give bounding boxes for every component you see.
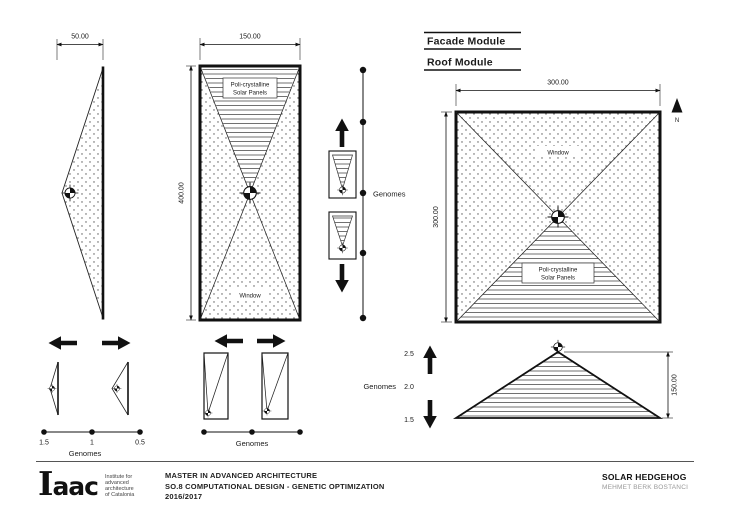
facade-side-view [61, 66, 105, 320]
width-genome-tick-left: 1.5 [39, 440, 49, 447]
width-variant-narrow [47, 361, 59, 416]
institute-caption-line1: Institute for [105, 474, 133, 480]
facade-plan-height-dim-text: 400.00 [179, 182, 186, 204]
roof-plan-height-dimension: 300.00 [433, 111, 452, 323]
facade-plan-height-dimension: 400.00 [179, 65, 196, 321]
facade-plan-width-arrows [214, 334, 286, 348]
angle-variant-2 [261, 352, 289, 420]
roof-genome-tick-top: 2.5 [404, 351, 414, 358]
svg-text:Window: Window [547, 151, 569, 157]
arrow-left-icon [214, 334, 243, 348]
facade-module-heading: Facade Module [427, 36, 505, 48]
title-block: Iaac Institute for advanced architecture… [36, 461, 694, 515]
roof-solar-label-line2: Solar Panels [541, 276, 575, 282]
project-block: SOLAR HEDGEHOG MEHMET BERK BOSTANCI [602, 472, 688, 491]
module-legend: Facade Module Roof Module [424, 31, 521, 71]
institute-caption: Institute for advanced architecture of C… [105, 474, 134, 498]
arrow-up-icon [423, 345, 437, 374]
program-title: MASTER IN ADVANCED ARCHITECTURE [165, 471, 318, 480]
facade-plan: Poli-crystalline Solar Panels Window [198, 64, 302, 322]
drawing-area: 50.00 Poli-crystalline Solar Panels Wind… [39, 31, 683, 458]
roof-plan-height-dim-text: 300.00 [433, 206, 440, 228]
arrow-right-icon [102, 336, 131, 350]
course-title: SO.8 COMPUTATIONAL DESIGN - GENETIC OPTI… [165, 481, 385, 491]
facade-solar-label: Poli-crystalline Solar Panels [222, 77, 278, 99]
facade-plan-width-dim-text: 150.00 [239, 34, 261, 41]
roof-plan: Window Poli-crystalline Solar Panels [454, 110, 662, 324]
arrow-left-icon [48, 336, 77, 350]
arrow-down-icon [335, 264, 349, 293]
centroid-marker-icon [47, 383, 57, 394]
facade-solar-label-line1: Poli-crystalline [231, 83, 270, 89]
roof-genome-tick-mid: 2.0 [404, 384, 414, 391]
academic-year: 2016/2017 [165, 492, 203, 501]
facade-angle-genome-variants: Genomes [201, 352, 303, 448]
roof-genome-scale-label: Genomes [363, 382, 396, 391]
north-arrow-icon [671, 98, 683, 113]
roof-section-height-dimension: 150.00 [564, 351, 679, 419]
iaac-logo-block: Iaac Institute for advanced architecture… [38, 467, 134, 502]
arrow-down-icon [423, 400, 437, 429]
institute-caption-line2: advanced [105, 480, 129, 486]
arrow-right-icon [257, 334, 286, 348]
roof-section [452, 339, 664, 419]
facade-genome-axis: Genomes [359, 66, 406, 322]
roof-window-label: Window [536, 146, 580, 157]
iaac-logo-aac: aac [52, 472, 99, 501]
width-variant-wide [111, 361, 129, 416]
facade-solar-label-line2: Solar Panels [233, 91, 267, 97]
roof-solar-label-line1: Poli-crystalline [539, 268, 578, 274]
centroid-marker-icon [550, 339, 566, 355]
arrow-up-icon [335, 118, 349, 147]
svg-text:Window: Window [239, 294, 261, 300]
project-author: MEHMET BERK BOSTANCI [602, 484, 689, 491]
facade-genome-variant-tall [328, 118, 357, 199]
roof-section-height-dim-text: 150.00 [672, 374, 679, 396]
width-genome-tick-mid: 1 [90, 440, 94, 447]
facade-side-width-dim-text: 50.00 [71, 34, 89, 41]
facade-side-width-arrows [48, 336, 131, 350]
institute-caption-line4: of Catalonia [105, 492, 135, 498]
roof-plan-width-dimension: 300.00 [455, 80, 661, 106]
facade-side-width-dimension: 50.00 [56, 34, 104, 60]
facade-plan-width-dimension: 150.00 [199, 34, 301, 60]
width-genome-axis-label: Genomes [69, 449, 102, 458]
facade-width-genome-variants: 1.5 1 0.5 Genomes [39, 361, 145, 458]
north-arrow: N [671, 98, 683, 124]
roof-module-heading: Roof Module [427, 57, 493, 69]
angle-genome-axis-label: Genomes [236, 439, 269, 448]
north-label: N [675, 118, 679, 124]
facade-window-label: Window [231, 289, 269, 300]
iaac-logo-i: I [38, 464, 53, 503]
iaac-logo: Iaac [38, 467, 99, 502]
facade-genome-axis-label: Genomes [373, 190, 406, 199]
roof-plan-width-dim-text: 300.00 [547, 80, 569, 87]
project-title: SOLAR HEDGEHOG [602, 472, 687, 482]
roof-solar-label: Poli-crystalline Solar Panels [521, 262, 595, 284]
program-block: MASTER IN ADVANCED ARCHITECTURE SO.8 COM… [165, 471, 384, 503]
roof-genome-scale: 2.5 2.0 1.5 Genomes [363, 345, 437, 429]
width-genome-tick-right: 0.5 [135, 440, 145, 447]
facade-genome-variant-short [328, 211, 357, 293]
roof-genome-tick-bottom: 1.5 [404, 417, 414, 424]
institute-caption-line3: architecture [105, 486, 134, 492]
angle-variant-1 [203, 352, 229, 420]
